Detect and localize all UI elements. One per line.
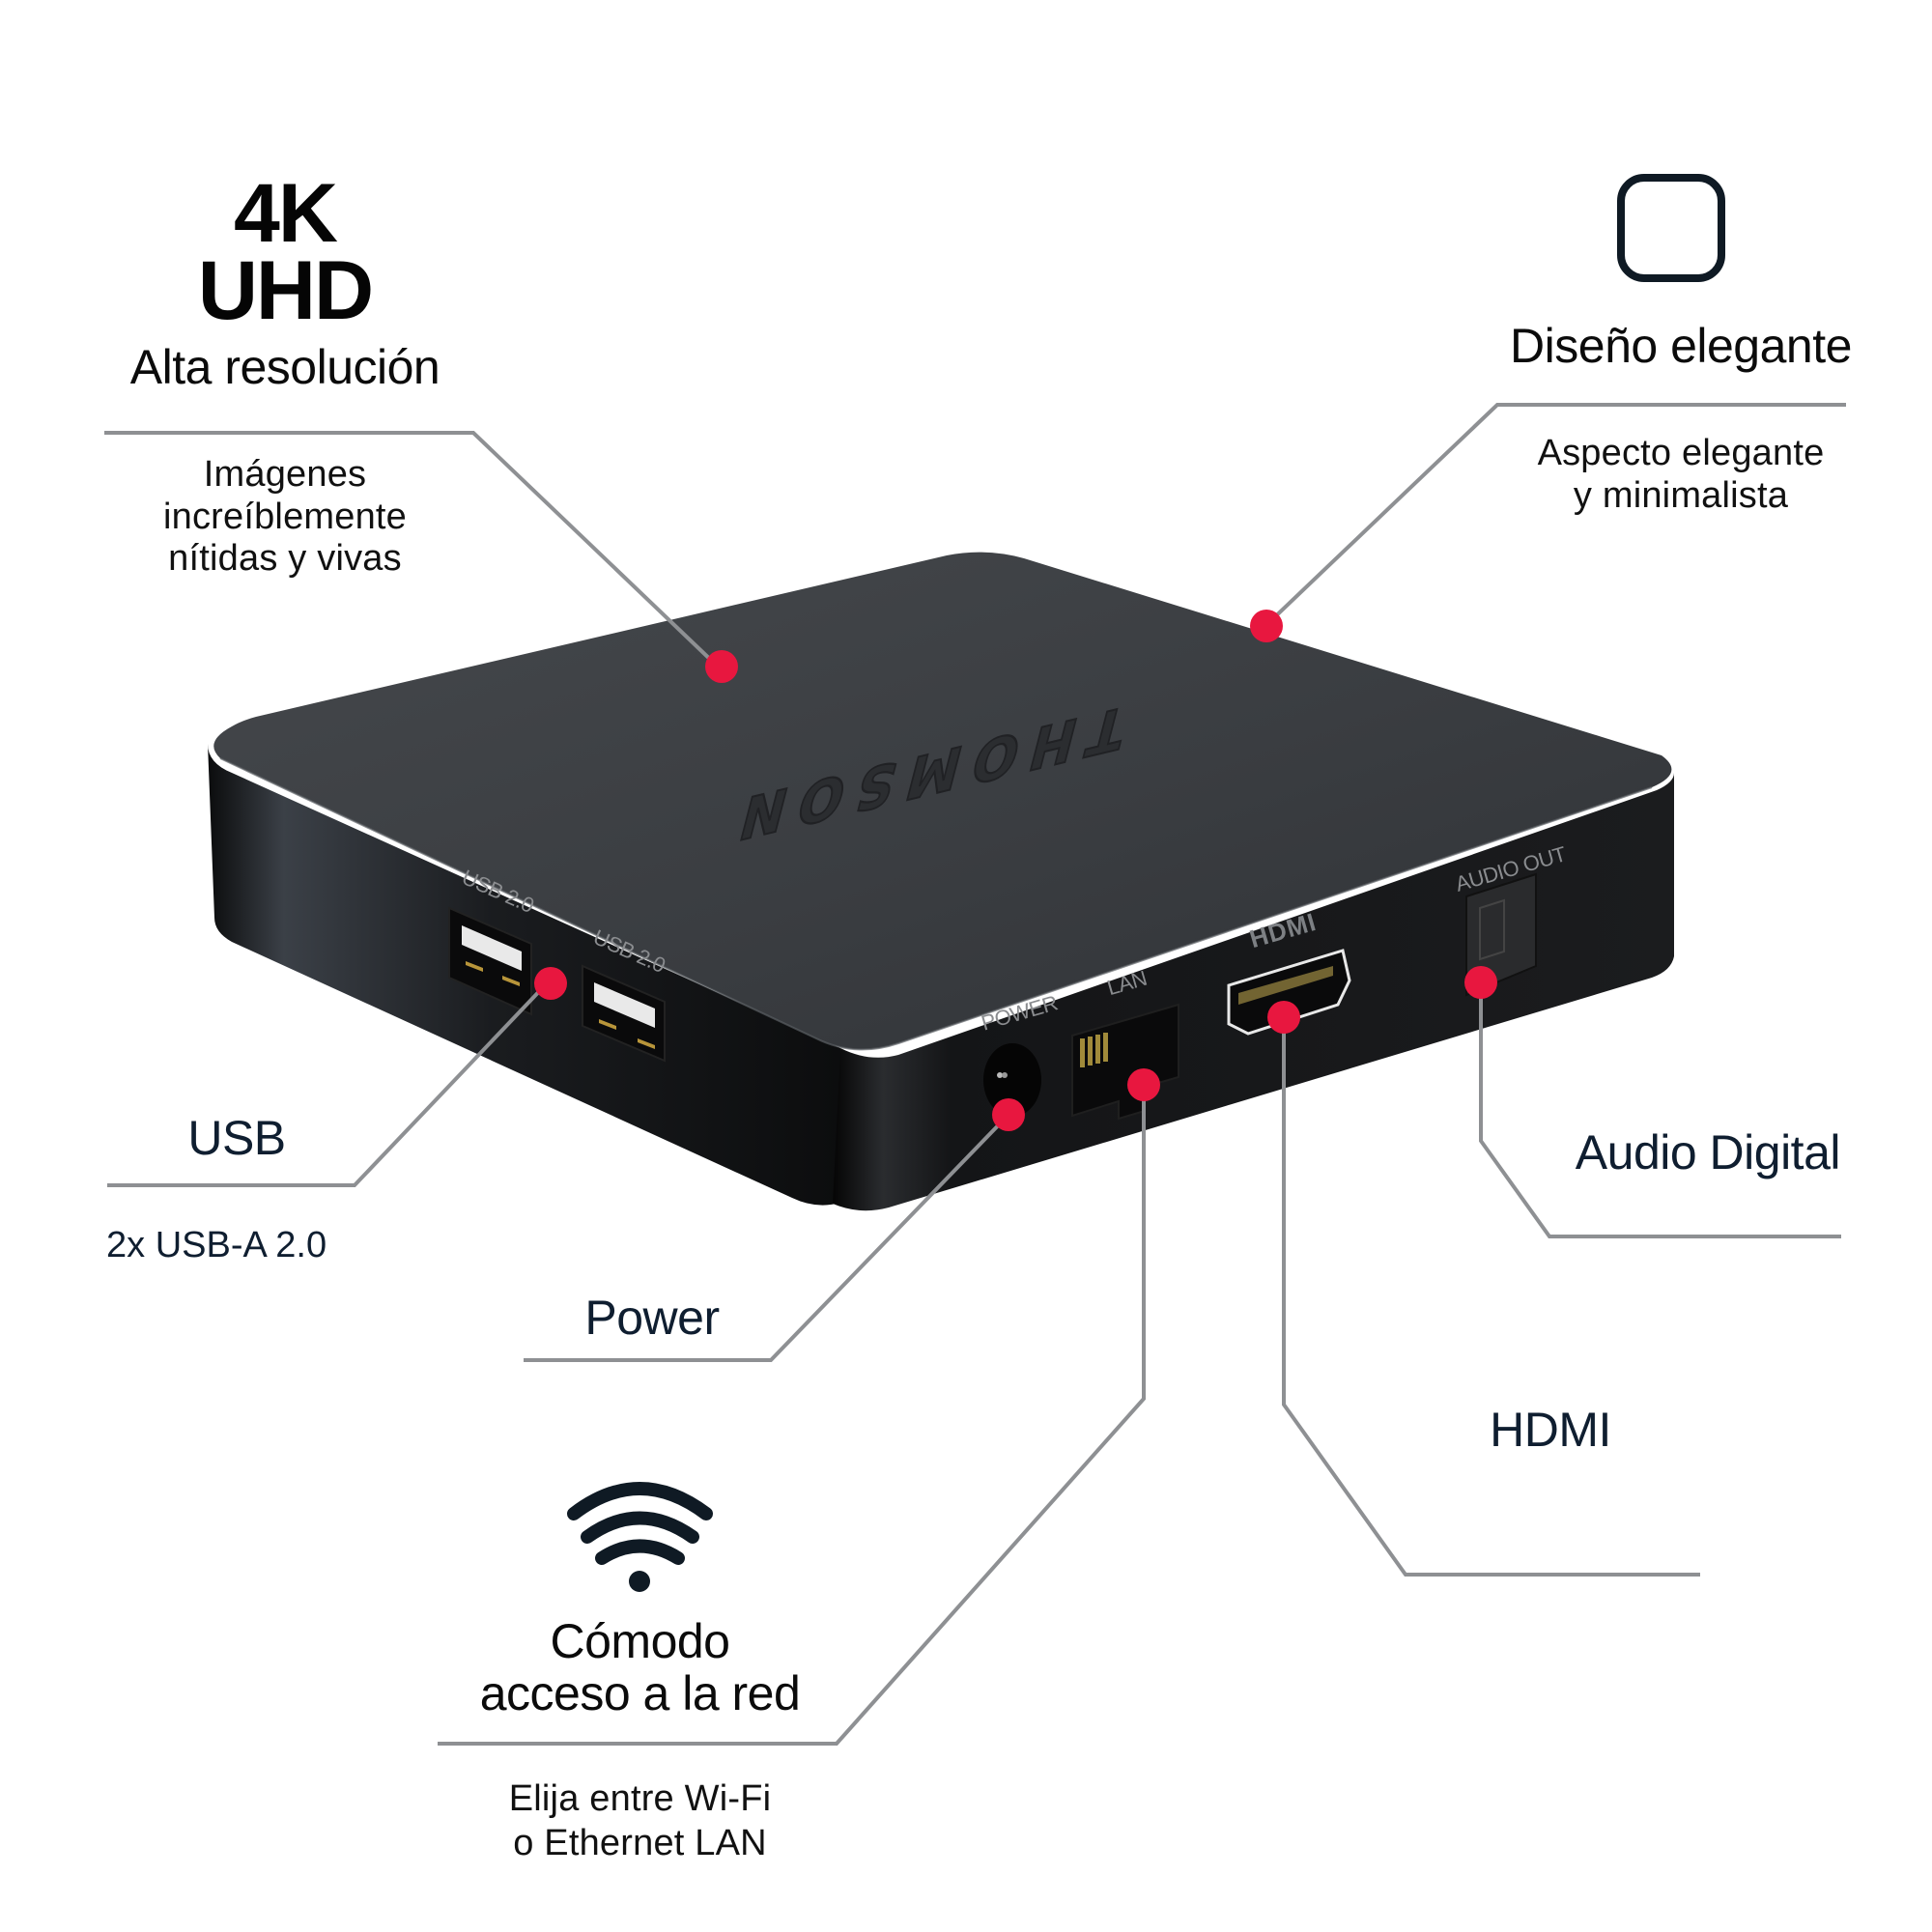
marker-lan <box>1127 1068 1160 1101</box>
audio-out-port <box>1465 872 1537 997</box>
power-jack <box>983 1043 1041 1117</box>
marker-usb <box>534 967 567 1000</box>
resolution-badge-uhd: UHD <box>197 244 374 337</box>
design-title: Diseño elegante <box>1510 319 1852 373</box>
wifi-dot <box>629 1571 650 1592</box>
audio-title: Audio Digital <box>1575 1125 1841 1179</box>
usb-port-1 <box>448 906 532 1016</box>
connector-lan <box>438 1085 1146 1746</box>
network-description-line: Elija entre Wi-Fi <box>508 1778 772 1819</box>
network-title-line: Cómodo <box>550 1614 731 1668</box>
power-title: Power <box>584 1291 720 1345</box>
marker-design <box>1250 610 1283 642</box>
device-top-face <box>213 552 1672 1050</box>
connector-usb <box>107 980 550 1187</box>
usb-title: USB <box>187 1111 286 1165</box>
network-title: Cómodo acceso a la red <box>440 1615 840 1719</box>
wifi-icon <box>567 1482 713 1565</box>
marker-power <box>992 1098 1025 1131</box>
design-description-line: y minimalista <box>1573 474 1789 516</box>
network-description: Elija entre Wi-Fi o Ethernet LAN <box>473 1777 807 1865</box>
hdmi-title: HDMI <box>1490 1403 1611 1457</box>
resolution-description: Imágenes increíblemente nítidas y vivas <box>106 454 464 581</box>
resolution-description-line: Imágenes <box>203 454 367 495</box>
markers <box>534 610 1497 1131</box>
usb-port-2 <box>582 964 666 1063</box>
connector-hdmi <box>1282 1017 1700 1577</box>
marker-hdmi <box>1267 1001 1300 1034</box>
network-description-line: o Ethernet LAN <box>513 1822 767 1863</box>
connector-resolution <box>104 431 720 668</box>
resolution-description-line: increíblemente <box>162 496 408 537</box>
marker-resolution <box>705 650 738 683</box>
connector-audio <box>1479 982 1841 1238</box>
design-description-line: Aspecto elegante <box>1537 433 1825 473</box>
connector-power <box>524 1113 1010 1362</box>
resolution-description-line: nítidas y vivas <box>168 538 402 580</box>
connector-design <box>1264 403 1846 627</box>
hdmi-port <box>1227 949 1351 1036</box>
design-description: Aspecto elegante y minimalista <box>1488 433 1874 517</box>
usb-description: 2x USB-A 2.0 <box>106 1225 327 1265</box>
network-title-line: acceso a la red <box>479 1666 801 1720</box>
resolution-badge-4k: 4K <box>234 167 338 260</box>
resolution-title: Alta resolución <box>129 340 440 394</box>
rounded-square-icon <box>1617 174 1725 282</box>
connector-lines <box>104 403 1846 1746</box>
marker-audio <box>1464 966 1497 999</box>
